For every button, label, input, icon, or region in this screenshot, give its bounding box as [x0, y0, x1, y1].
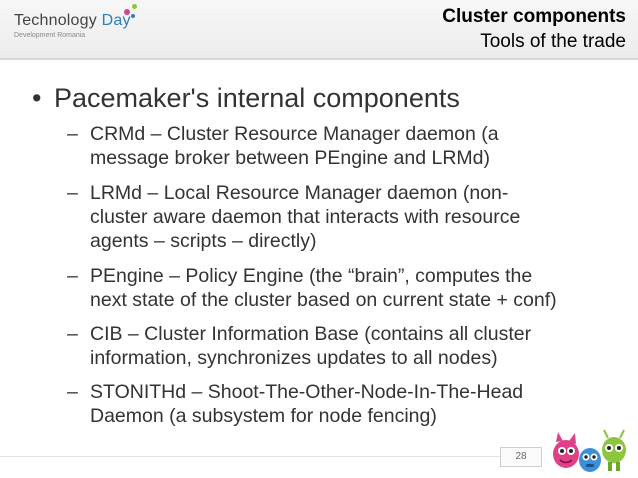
page-number: 28	[500, 447, 542, 467]
logo-word-technology: Technology	[14, 12, 102, 29]
logo-wordmark: Technology Day	[14, 12, 131, 30]
sub-item-line: cluster aware daemon that interacts with…	[90, 206, 521, 228]
logo-dot-icon	[131, 14, 135, 18]
green-monster-icon	[602, 429, 626, 471]
main-bullet: • Pacemaker's internal components	[32, 83, 460, 114]
footer-divider	[0, 456, 500, 457]
sub-item-line: PEngine – Policy Engine (the “brain”, co…	[90, 265, 533, 287]
dash-marker: –	[67, 323, 78, 345]
technology-day-logo: Technology Day Development Romania	[14, 4, 137, 39]
dash-marker: –	[67, 123, 78, 145]
bullet-marker: •	[32, 83, 42, 113]
dash-marker: –	[67, 182, 78, 204]
main-bullet-text: Pacemaker's internal components	[54, 83, 460, 113]
slide-title: Cluster components	[442, 6, 626, 27]
blue-monster-icon	[579, 448, 601, 472]
mascots-illustration-icon	[553, 429, 626, 472]
logo-word-day: Day	[101, 12, 131, 29]
dash-marker: –	[67, 265, 78, 287]
sub-item-line: LRMd – Local Resource Manager daemon (no…	[90, 182, 509, 204]
sub-item-line: CIB – Cluster Information Base (contains…	[90, 323, 532, 345]
sub-item-line: CRMd – Cluster Resource Manager daemon (…	[90, 123, 499, 145]
sub-item-line: information, synchronizes updates to all…	[90, 347, 498, 369]
logo-dot-icon	[132, 4, 137, 9]
logo-dot-icon	[124, 9, 130, 15]
sub-item-line: agents – scripts – directly)	[90, 230, 317, 252]
slide-subtitle: Tools of the trade	[480, 31, 626, 52]
pink-monster-icon	[553, 432, 579, 468]
sub-item-line: STONITHd – Shoot-The-Other-Node-In-The-H…	[90, 381, 524, 403]
sub-item-line: next state of the cluster based on curre…	[90, 289, 557, 311]
logo-tagline: Development Romania	[14, 32, 86, 39]
header-band	[0, 0, 638, 58]
sub-item-line: message broker between PEngine and LRMd)	[90, 147, 490, 169]
dash-marker: –	[67, 381, 78, 403]
header-divider	[0, 58, 638, 60]
sub-item-line: Daemon (a subsystem for node fencing)	[90, 405, 437, 427]
